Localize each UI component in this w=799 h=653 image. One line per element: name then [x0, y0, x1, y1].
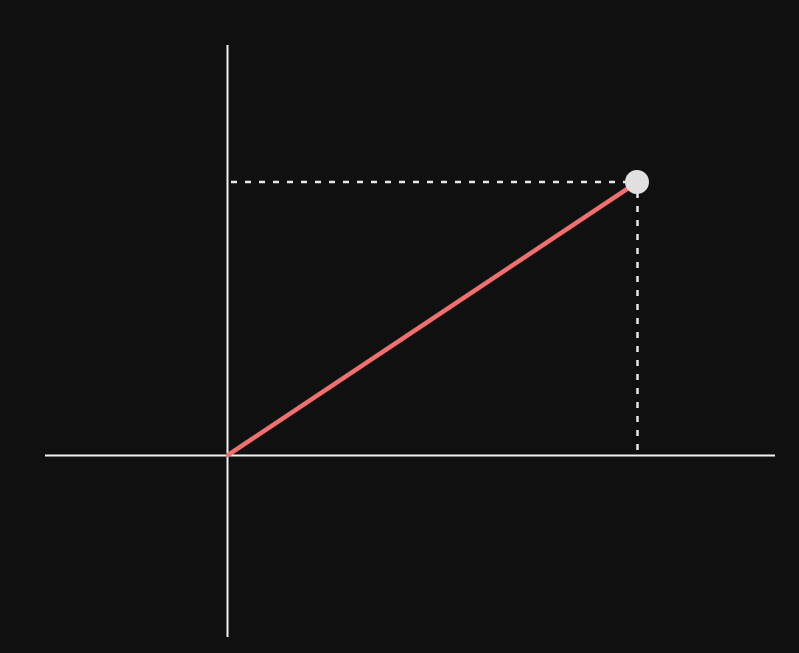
point-marker-icon[interactable] — [625, 170, 649, 194]
vector-line — [225, 180, 639, 458]
